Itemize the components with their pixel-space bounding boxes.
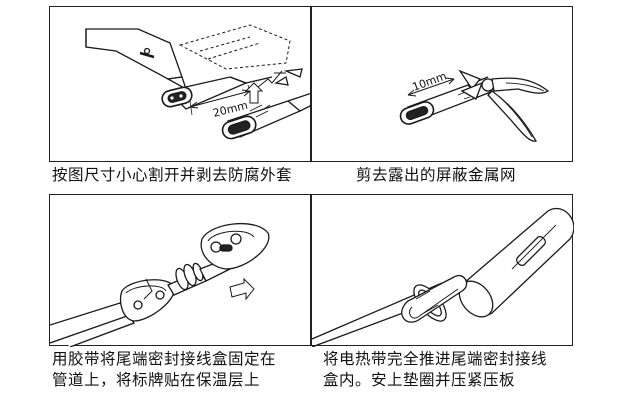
knife-icon <box>85 28 188 91</box>
step-4-panel <box>311 194 574 347</box>
gland-washers <box>175 262 204 291</box>
step-3-panel <box>49 194 311 347</box>
cable-end <box>399 76 499 125</box>
step-1-illustration: 20mm <box>85 24 312 140</box>
dimension-label-10mm: 10mm <box>411 69 449 93</box>
junction-box-cap <box>200 222 270 270</box>
step-4-caption: 将电热带完全推进尾端密封接线 盒内。安上垫圈并压紧压板 <box>323 350 548 389</box>
step-3-caption: 用胶带将尾端密封接线盒固定在 管道上，将标牌贴在保温层上 <box>52 350 277 389</box>
junction-box-base <box>119 278 175 322</box>
step-2-caption: 剪去露出的屏蔽金属网 <box>356 166 517 184</box>
step-3-illustration <box>50 222 270 347</box>
pliers-icon <box>458 69 550 142</box>
step-1-panel: 20mm <box>49 6 312 162</box>
junction-box-body <box>458 208 574 318</box>
step-4-illustration <box>312 208 574 347</box>
cable-cut <box>161 76 273 110</box>
cable-stripped <box>221 92 312 140</box>
pipe <box>50 302 136 347</box>
cable-loop <box>401 274 468 323</box>
step-1-caption: 按图尺寸小心割开并剥去防腐外套 <box>52 166 293 184</box>
step-2-illustration: 10mm <box>399 69 550 142</box>
step-2-panel: 10mm <box>311 6 573 162</box>
